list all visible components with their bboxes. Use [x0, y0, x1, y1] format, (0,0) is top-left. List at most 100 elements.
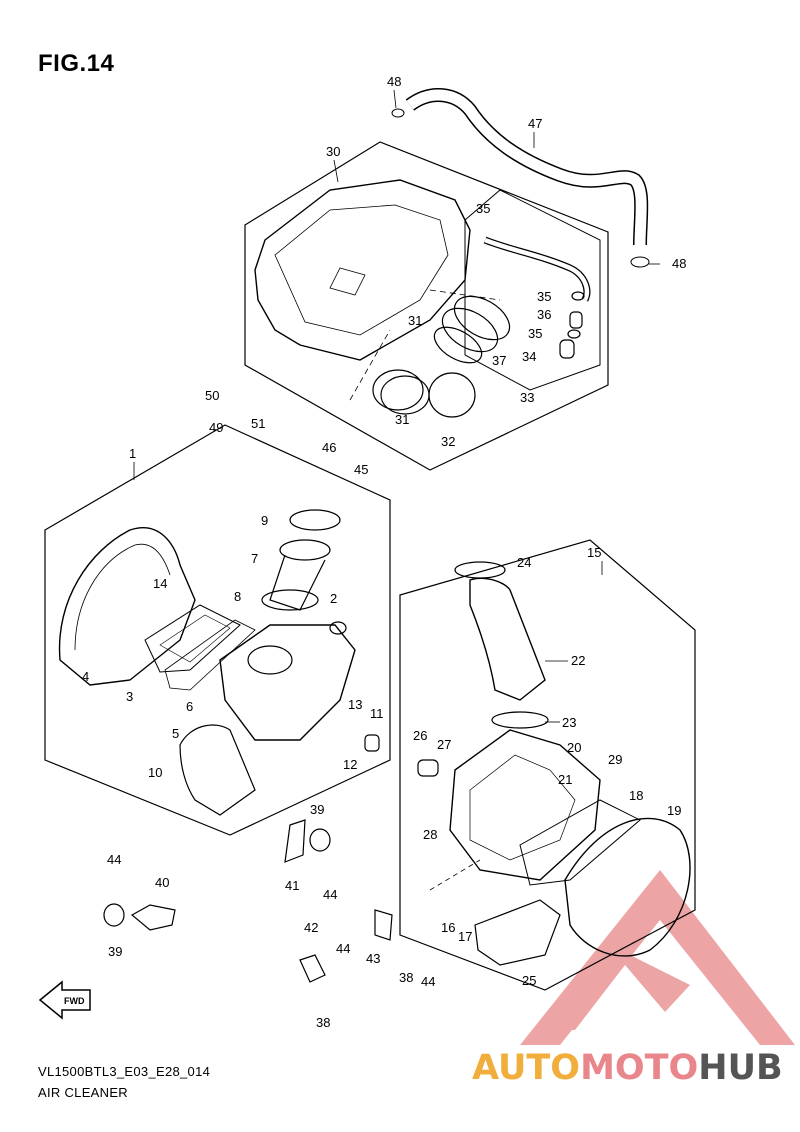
callout: 19	[667, 803, 681, 818]
bracket-42	[299, 954, 326, 983]
callout: 36	[537, 307, 551, 322]
callout: 24	[517, 555, 531, 570]
group-15-rear-airbox	[399, 539, 696, 991]
bracket-41	[284, 819, 306, 863]
duct-22	[469, 577, 546, 701]
callout: 44	[107, 852, 121, 867]
case-20	[449, 729, 601, 881]
duct-7	[279, 539, 331, 561]
cap-11	[364, 734, 380, 752]
callout: 50	[205, 388, 219, 403]
callout: 44	[421, 974, 435, 989]
watermark-part-auto: AUTO	[472, 1048, 581, 1088]
callout: 46	[322, 440, 336, 455]
fwd-label: FWD	[64, 996, 85, 1006]
callout: 33	[520, 390, 534, 405]
breather-hose-47	[391, 88, 650, 268]
loose-brackets	[103, 819, 393, 983]
callout: 47	[528, 116, 542, 131]
callout: 27	[437, 737, 451, 752]
clamp-32	[428, 372, 476, 418]
callout: 20	[567, 740, 581, 755]
callout: 3	[126, 689, 133, 704]
callout: 17	[458, 929, 472, 944]
callout: 11	[370, 706, 384, 721]
bracket-40	[130, 904, 176, 931]
callout: 6	[186, 699, 193, 714]
callout: 12	[343, 757, 357, 772]
watermark-text: AUTOMOTOHUB	[472, 1048, 783, 1088]
group-15-outline	[399, 539, 696, 991]
fitting-36	[569, 311, 583, 329]
callout: 35	[528, 326, 542, 341]
callout: 5	[172, 726, 179, 741]
callout: 26	[413, 728, 427, 743]
callout: 1	[129, 446, 136, 461]
group-1-front-airbox	[44, 424, 391, 836]
callout: 2	[330, 591, 337, 606]
callout: 10	[148, 765, 162, 780]
drawing-name: AIR CLEANER	[38, 1085, 128, 1100]
callout: 39	[310, 802, 324, 817]
duct-31-upper	[441, 307, 499, 353]
grommet-39-bottom	[103, 903, 125, 927]
callout: 16	[441, 920, 455, 935]
clamp-24	[454, 561, 506, 579]
element-3	[144, 604, 241, 673]
callout: 8	[234, 589, 241, 604]
callout: 32	[441, 434, 455, 449]
callout: 21	[558, 772, 572, 787]
callout: 35	[476, 201, 490, 216]
element-18	[519, 799, 641, 886]
group-30-airbox-cover	[244, 141, 609, 471]
clamp-37	[433, 326, 483, 364]
gasket-6	[164, 619, 256, 691]
callout: 34	[522, 349, 536, 364]
callout: 4	[82, 669, 89, 684]
grommet-39-top	[309, 828, 331, 852]
callout: 13	[348, 697, 362, 712]
clamp-23	[491, 711, 549, 729]
callout: 7	[251, 551, 258, 566]
callout: 22	[571, 653, 585, 668]
bracket-43	[374, 909, 393, 941]
callout: 28	[423, 827, 437, 842]
callout: 44	[336, 941, 350, 956]
duct-31-lower	[372, 369, 424, 411]
cover-4	[58, 527, 196, 686]
watermark-part-hub: HUB	[698, 1048, 783, 1088]
callout: 31	[408, 313, 422, 328]
callout-labels: 48 47 30 35 48 35 36 35 34 33 31 37 31 3…	[82, 74, 686, 1030]
cover-19	[564, 817, 691, 957]
callout: 42	[304, 920, 318, 935]
callout: 51	[251, 416, 265, 431]
callout: 41	[285, 878, 299, 893]
collar-2	[329, 621, 347, 635]
cap-34	[559, 339, 575, 359]
intake-25	[474, 899, 561, 966]
fwd-arrow: FWD	[38, 980, 91, 1020]
drawing-code: VL1500BTL3_E03_E28_014	[38, 1064, 211, 1079]
callout: 38	[399, 970, 413, 985]
callout: 31	[395, 412, 409, 427]
figure-title: FIG.14	[38, 50, 115, 77]
callout: 25	[522, 973, 536, 988]
watermark-logo	[520, 870, 795, 1045]
callout: 9	[261, 513, 268, 528]
callout: 39	[108, 944, 122, 959]
callout: 49	[209, 420, 223, 435]
rubber-26	[417, 759, 439, 777]
airbox-cover-shape	[254, 179, 471, 361]
callout: 29	[608, 752, 622, 767]
callout: 37	[492, 353, 506, 368]
callout: 18	[629, 788, 643, 803]
leader-lines	[133, 89, 660, 723]
group-33-outline	[464, 189, 601, 391]
callout: 35	[537, 289, 551, 304]
case-8	[219, 624, 356, 741]
group-30-outline	[244, 141, 609, 471]
callout: 30	[326, 144, 340, 159]
callout: 40	[155, 875, 169, 890]
group-1-outline	[44, 424, 391, 836]
